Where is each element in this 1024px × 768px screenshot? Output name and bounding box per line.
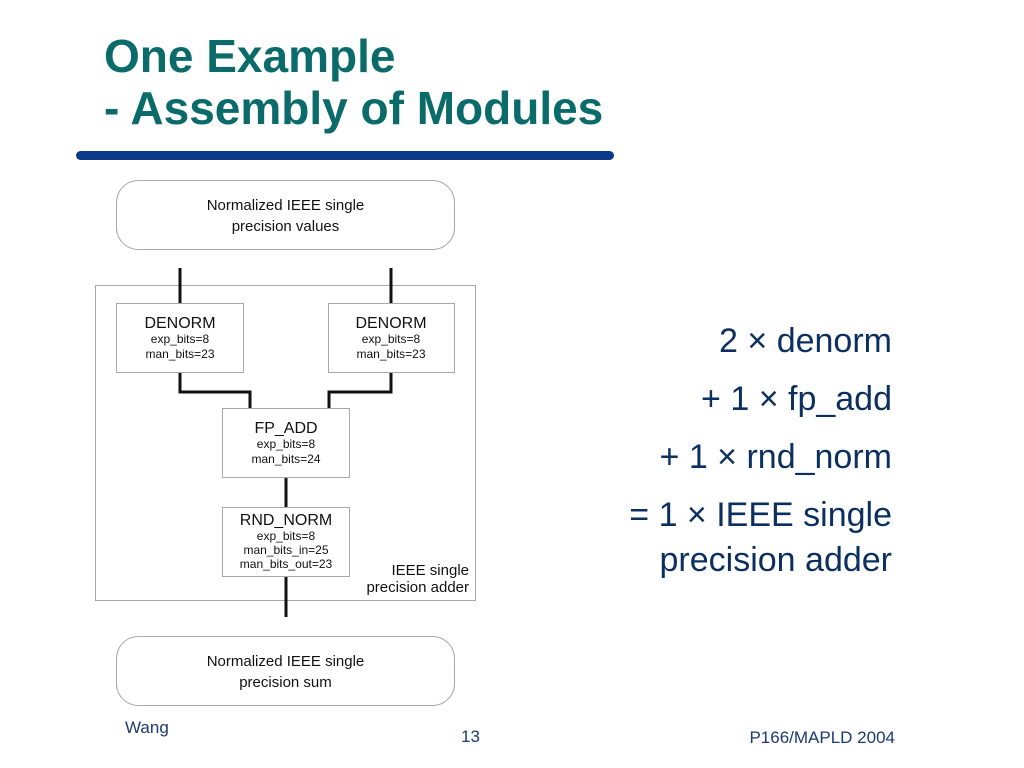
slide-title: One Example - Assembly of Modules	[104, 30, 603, 134]
rnd-norm-param-1: exp_bits=8	[257, 529, 316, 543]
footer-event: P166/MAPLD 2004	[749, 728, 895, 747]
input-terminal-line-2: precision values	[232, 218, 340, 235]
footer-author: Wang	[125, 718, 169, 737]
wire-denorm-right-to-fp-add	[327, 373, 393, 408]
denorm-right-name: DENORM	[355, 315, 426, 332]
equation-line-4: = 1 × IEEE single	[629, 496, 892, 534]
fp-add-name: FP_ADD	[254, 420, 317, 437]
container-label-line-1: IEEE single	[391, 562, 469, 579]
denorm-right-param-1: exp_bits=8	[362, 332, 421, 346]
denorm-right-param-2: man_bits=23	[356, 347, 425, 361]
container-label-line-2: precision adder	[366, 579, 469, 596]
input-terminal	[116, 180, 455, 250]
wire-denorm-left-to-fp-add	[178, 373, 252, 408]
equation-line-2: + 1 × fp_add	[701, 380, 892, 418]
equation-line-1: 2 × denorm	[719, 322, 892, 360]
equation-line-5: precision adder	[659, 541, 892, 579]
fp-add-module	[222, 408, 350, 478]
rnd-norm-name: RND_NORM	[240, 512, 332, 529]
title-line-1: One Example	[104, 30, 396, 82]
footer-page-number: 13	[461, 727, 480, 746]
fp-add-param-2: man_bits=24	[251, 452, 320, 466]
denorm-right-module	[328, 303, 455, 373]
fp-add-param-1: exp_bits=8	[257, 437, 316, 451]
equation-line-3: + 1 × rnd_norm	[659, 438, 892, 476]
denorm-left-module	[116, 303, 244, 373]
rnd-norm-param-2: man_bits_in=25	[243, 543, 328, 557]
module-count-equation: 2 × denorm + 1 × fp_add + 1 × rnd_norm =…	[629, 312, 892, 582]
output-terminal	[116, 636, 455, 706]
rnd-norm-param-3: man_bits_out=23	[240, 557, 333, 571]
wires	[178, 268, 393, 617]
denorm-left-param-2: man_bits=23	[145, 347, 214, 361]
title-underline	[76, 151, 614, 160]
input-terminal-line-1: Normalized IEEE single	[207, 197, 365, 214]
output-terminal-line-1: Normalized IEEE single	[207, 653, 365, 670]
rnd-norm-module	[222, 507, 350, 577]
denorm-left-name: DENORM	[144, 315, 215, 332]
denorm-left-param-1: exp_bits=8	[151, 332, 210, 346]
output-terminal-line-2: precision sum	[239, 674, 332, 691]
title-line-2: - Assembly of Modules	[104, 82, 604, 134]
